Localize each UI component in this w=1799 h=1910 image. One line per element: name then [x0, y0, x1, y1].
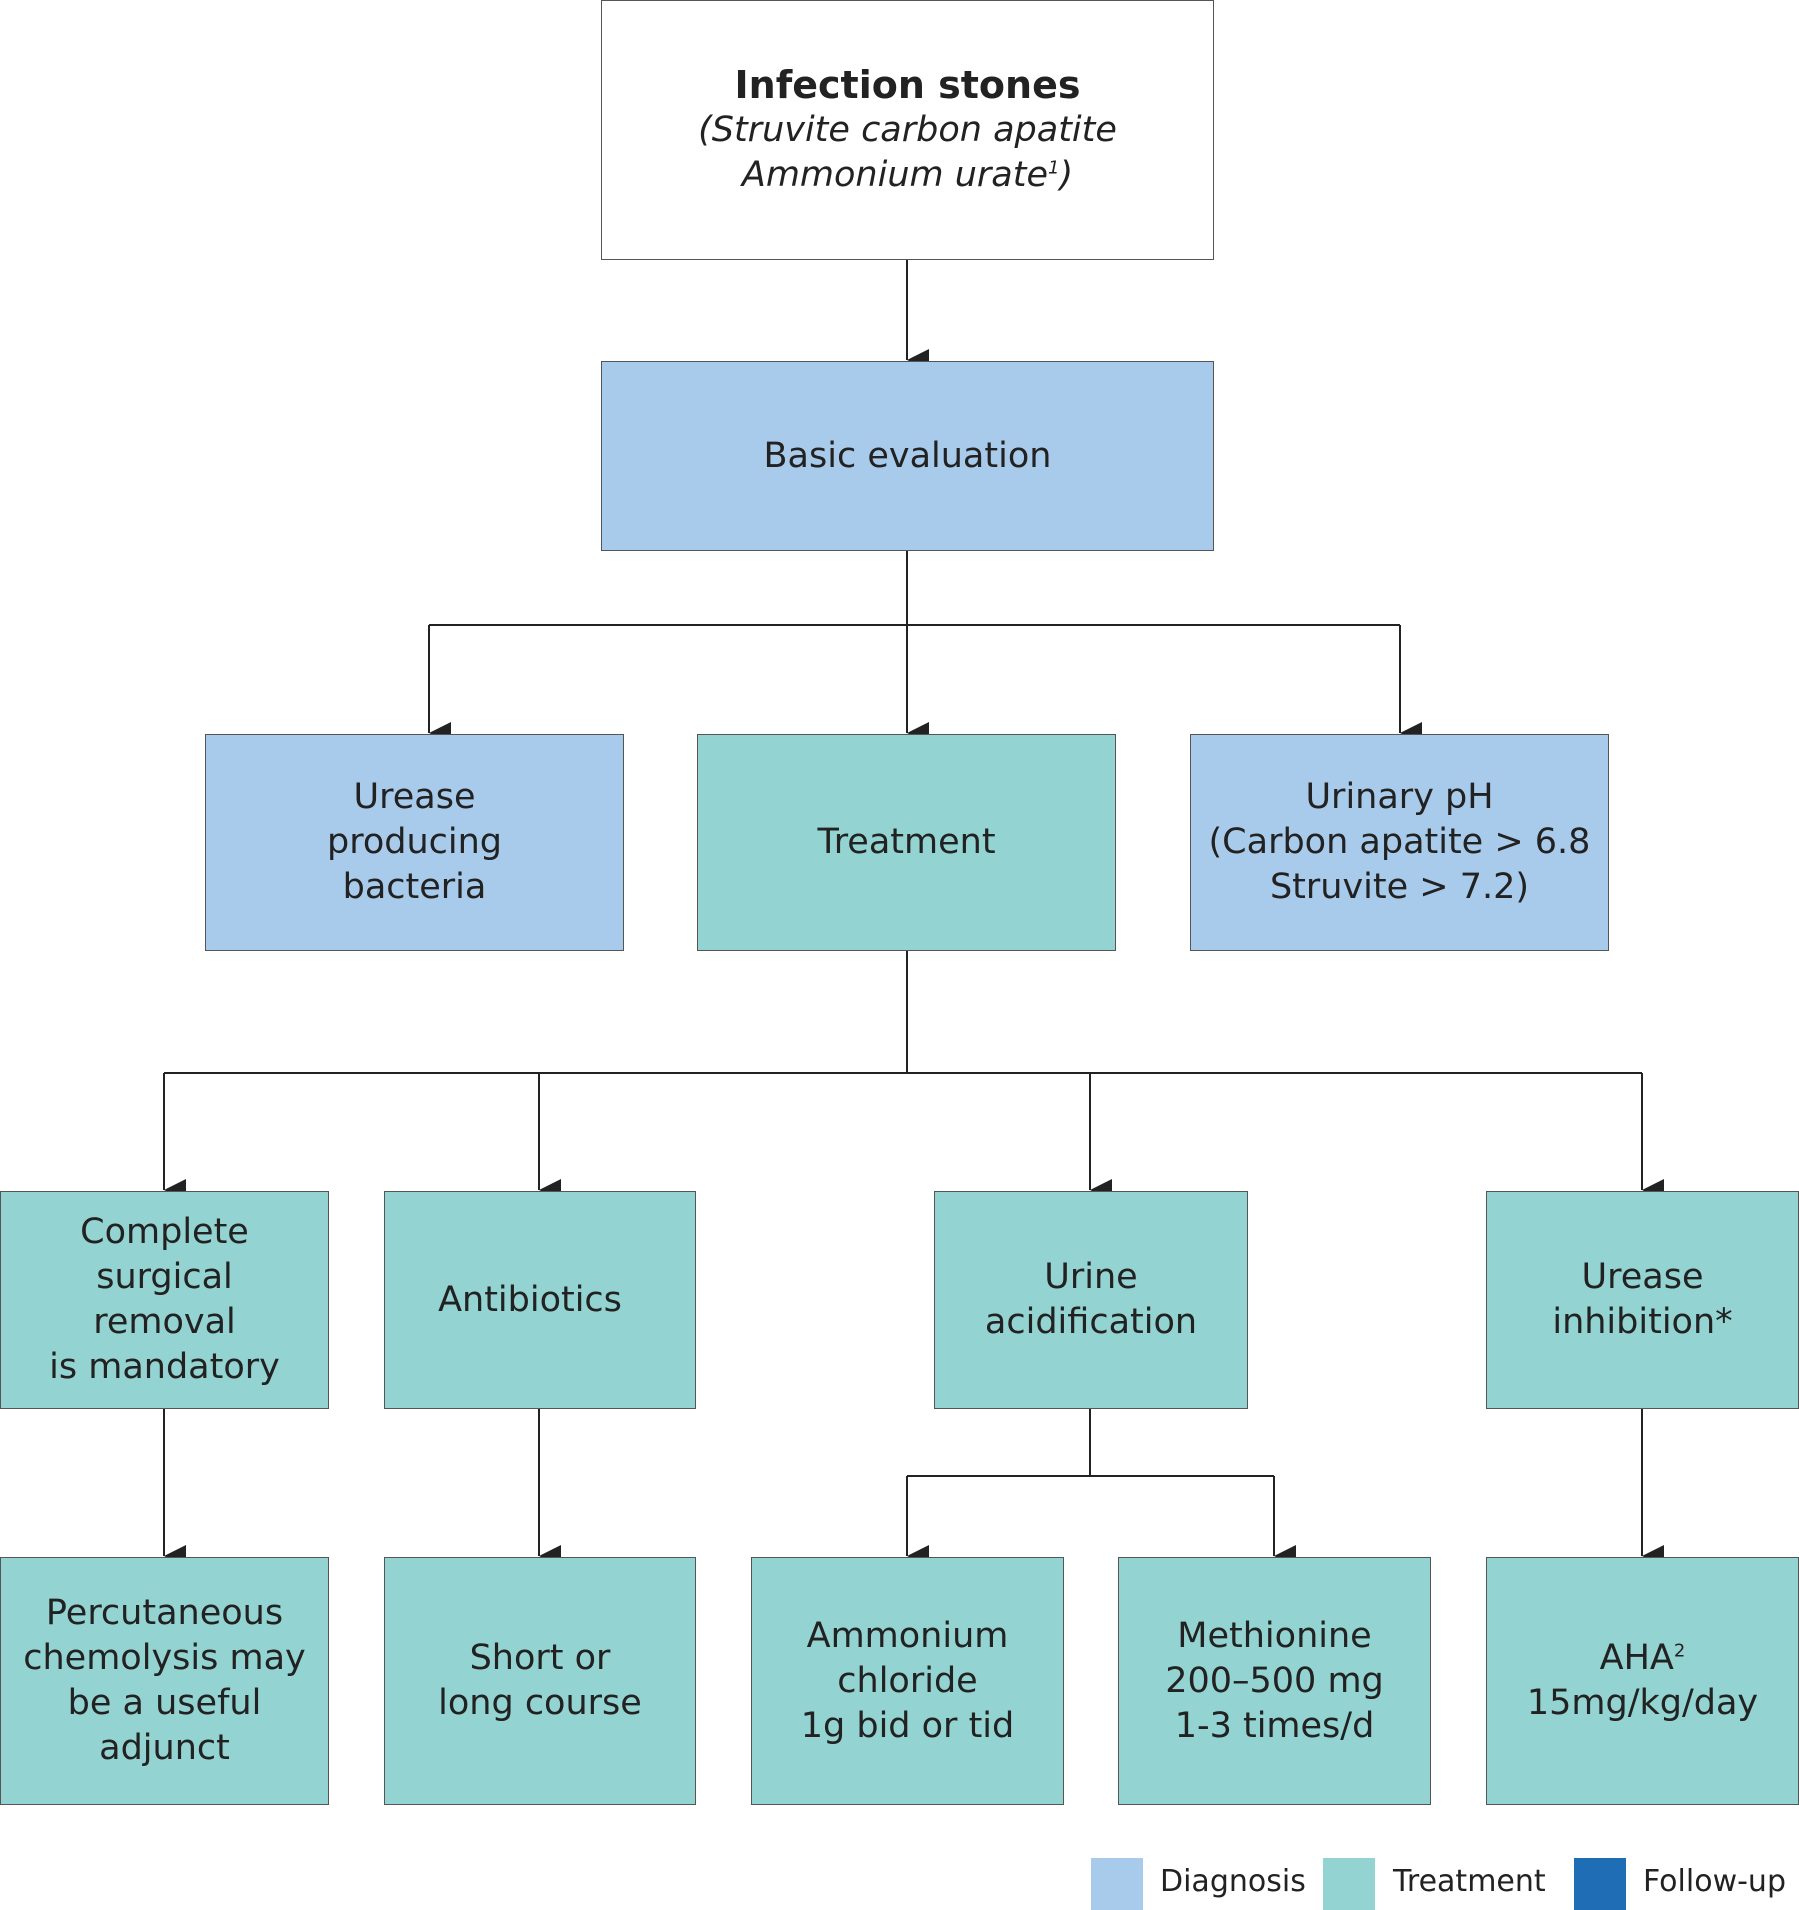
- urine-acidification-line: Urine: [1044, 1257, 1138, 1297]
- urease-bacteria-line: Urease: [353, 777, 476, 817]
- course-line: long course: [438, 1683, 642, 1723]
- urease-inhibition-box: Urease inhibition*: [1486, 1191, 1799, 1409]
- infection-stones-subtitle-line2: Ammonium urate1): [742, 153, 1073, 198]
- aha-line1: AHA2: [1600, 1636, 1686, 1681]
- basic-evaluation-box: Basic evaluation: [601, 361, 1214, 551]
- aha-label: AHA: [1599, 1638, 1674, 1678]
- legend-diagnosis-swatch: [1091, 1858, 1143, 1910]
- footnote-2-sup: 2: [1673, 1640, 1686, 1662]
- methionine-line: 200–500 mg: [1165, 1660, 1384, 1701]
- urinary-ph-box: Urinary pH (Carbon apatite > 6.8 Struvit…: [1190, 734, 1609, 951]
- urease-bacteria-line: producing: [326, 822, 503, 862]
- infection-stones-box: Infection stones (Struvite carbon apatit…: [601, 0, 1214, 260]
- surgical-removal-line: removal: [93, 1302, 236, 1342]
- chemolysis-line: chemolysis may: [23, 1638, 306, 1678]
- legend-diagnosis-label: Diagnosis: [1160, 1864, 1306, 1899]
- legend-treatment-swatch: [1323, 1858, 1375, 1910]
- ammonium-chloride-box: Ammonium chloride 1g bid or tid: [751, 1557, 1064, 1805]
- course-line: Short or: [469, 1638, 611, 1678]
- ammonium-chloride-line: Ammonium: [806, 1615, 1009, 1656]
- surgical-removal-line: is mandatory: [49, 1347, 280, 1387]
- chemolysis-line: be a useful: [67, 1683, 262, 1723]
- chemolysis-line: adjunct: [99, 1728, 230, 1768]
- aha-box: AHA2 15mg/kg/day: [1486, 1557, 1799, 1805]
- course-box: Short or long course: [384, 1557, 696, 1805]
- infection-stones-subtitle-line1: (Struvite carbon apatite: [698, 110, 1117, 150]
- methionine-line: 1-3 times/d: [1174, 1705, 1375, 1746]
- subtitle-text: Ammonium urate: [741, 155, 1049, 195]
- urease-inhibition-line: Urease: [1581, 1257, 1704, 1297]
- treatment-box: Treatment: [697, 734, 1116, 951]
- chemolysis-box: Percutaneous chemolysis may be a useful …: [0, 1557, 329, 1805]
- basic-evaluation-label: Basic evaluation: [763, 435, 1052, 476]
- methionine-line: Methionine: [1177, 1615, 1372, 1656]
- ammonium-chloride-line: chloride: [837, 1660, 978, 1701]
- urine-acidification-box: Urine acidification: [934, 1191, 1248, 1409]
- infection-stones-title: Infection stones: [734, 63, 1081, 107]
- methionine-box: Methionine 200–500 mg 1-3 times/d: [1118, 1557, 1431, 1805]
- urinary-ph-line: Urinary pH: [1305, 777, 1494, 817]
- antibiotics-label: Antibiotics: [438, 1279, 622, 1320]
- antibiotics-box: Antibiotics: [384, 1191, 696, 1409]
- urinary-ph-line: Struvite > 7.2): [1269, 867, 1530, 907]
- urease-bacteria-line: bacteria: [342, 867, 487, 907]
- legend-treatment-label: Treatment: [1393, 1864, 1546, 1899]
- urinary-ph-line: (Carbon apatite > 6.8: [1208, 822, 1591, 862]
- surgical-removal-line: surgical: [96, 1257, 233, 1297]
- subtitle-end: ): [1059, 155, 1074, 195]
- treatment-label: Treatment: [817, 822, 996, 862]
- legend-follow-up-swatch: [1574, 1858, 1626, 1910]
- aha-dose: 15mg/kg/day: [1526, 1683, 1759, 1723]
- surgical-removal-box: Complete surgical removal is mandatory: [0, 1191, 329, 1409]
- urease-bacteria-box: Urease producing bacteria: [205, 734, 624, 951]
- legend-follow-up-label: Follow-up: [1643, 1864, 1786, 1899]
- surgical-removal-line: Complete: [80, 1212, 249, 1252]
- footnote-1-sup: 1: [1048, 157, 1060, 179]
- urine-acidification-line: acidification: [984, 1302, 1198, 1342]
- chemolysis-line: Percutaneous: [45, 1593, 284, 1633]
- ammonium-chloride-line: 1g bid or tid: [800, 1705, 1015, 1746]
- urease-inhibition-line: inhibition*: [1552, 1302, 1733, 1342]
